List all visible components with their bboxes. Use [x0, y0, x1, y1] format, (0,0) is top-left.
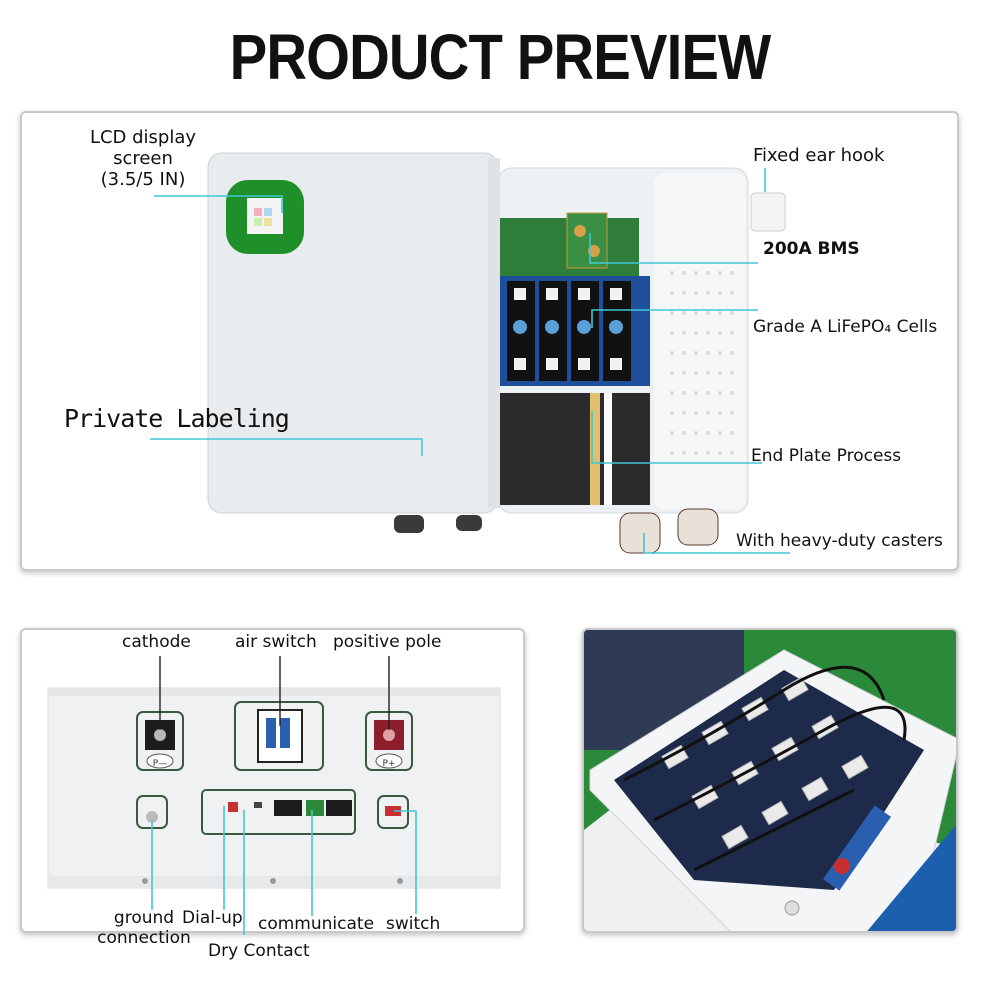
- casters-label: With heavy-duty casters: [736, 531, 943, 551]
- ports-illustration: P— P+: [47, 656, 501, 935]
- page-title: PRODUCT PREVIEW: [229, 21, 772, 93]
- private-labeling-label: Private Labeling: [64, 404, 290, 433]
- dry-contact-label: Dry Contact: [208, 941, 310, 961]
- communicate-label: communicate: [258, 914, 375, 934]
- p-minus-text: P—: [153, 759, 167, 769]
- lcd-label: LCD display screen (3.5/5 IN): [78, 127, 208, 190]
- lcd-label-line2: screen: [113, 148, 173, 169]
- ground-label-line2: connection: [97, 928, 191, 948]
- ground-label: ground connection: [92, 908, 196, 948]
- battery-illustration: [150, 152, 790, 554]
- inner-battery-photo: [582, 628, 958, 933]
- positive-pole-label: positive pole: [333, 632, 442, 652]
- inner-battery-illustration: [584, 630, 956, 931]
- battery-overview-panel: LCD display screen (3.5/5 IN) Private La…: [20, 111, 959, 571]
- switch-label: switch: [386, 914, 441, 934]
- lcd-label-line1: LCD display: [89, 127, 197, 148]
- end-plate-label: End Plate Process: [751, 446, 902, 466]
- p-plus-text: P+: [383, 759, 396, 769]
- cells-label: Grade A LiFePO₄ Cells: [753, 317, 938, 337]
- cathode-label: cathode: [122, 632, 191, 652]
- dial-up-label: Dial-up: [182, 908, 243, 928]
- air-switch-label: air switch: [235, 632, 317, 652]
- bms-label: 200A BMS: [763, 239, 860, 259]
- fixed-ear-hook-label: Fixed ear hook: [753, 145, 885, 166]
- ground-label-line1: ground: [113, 908, 175, 928]
- ports-panel: P— P+ cathode air switch positive pole g…: [20, 628, 525, 948]
- lcd-label-line3: (3.5/5 IN): [100, 169, 186, 190]
